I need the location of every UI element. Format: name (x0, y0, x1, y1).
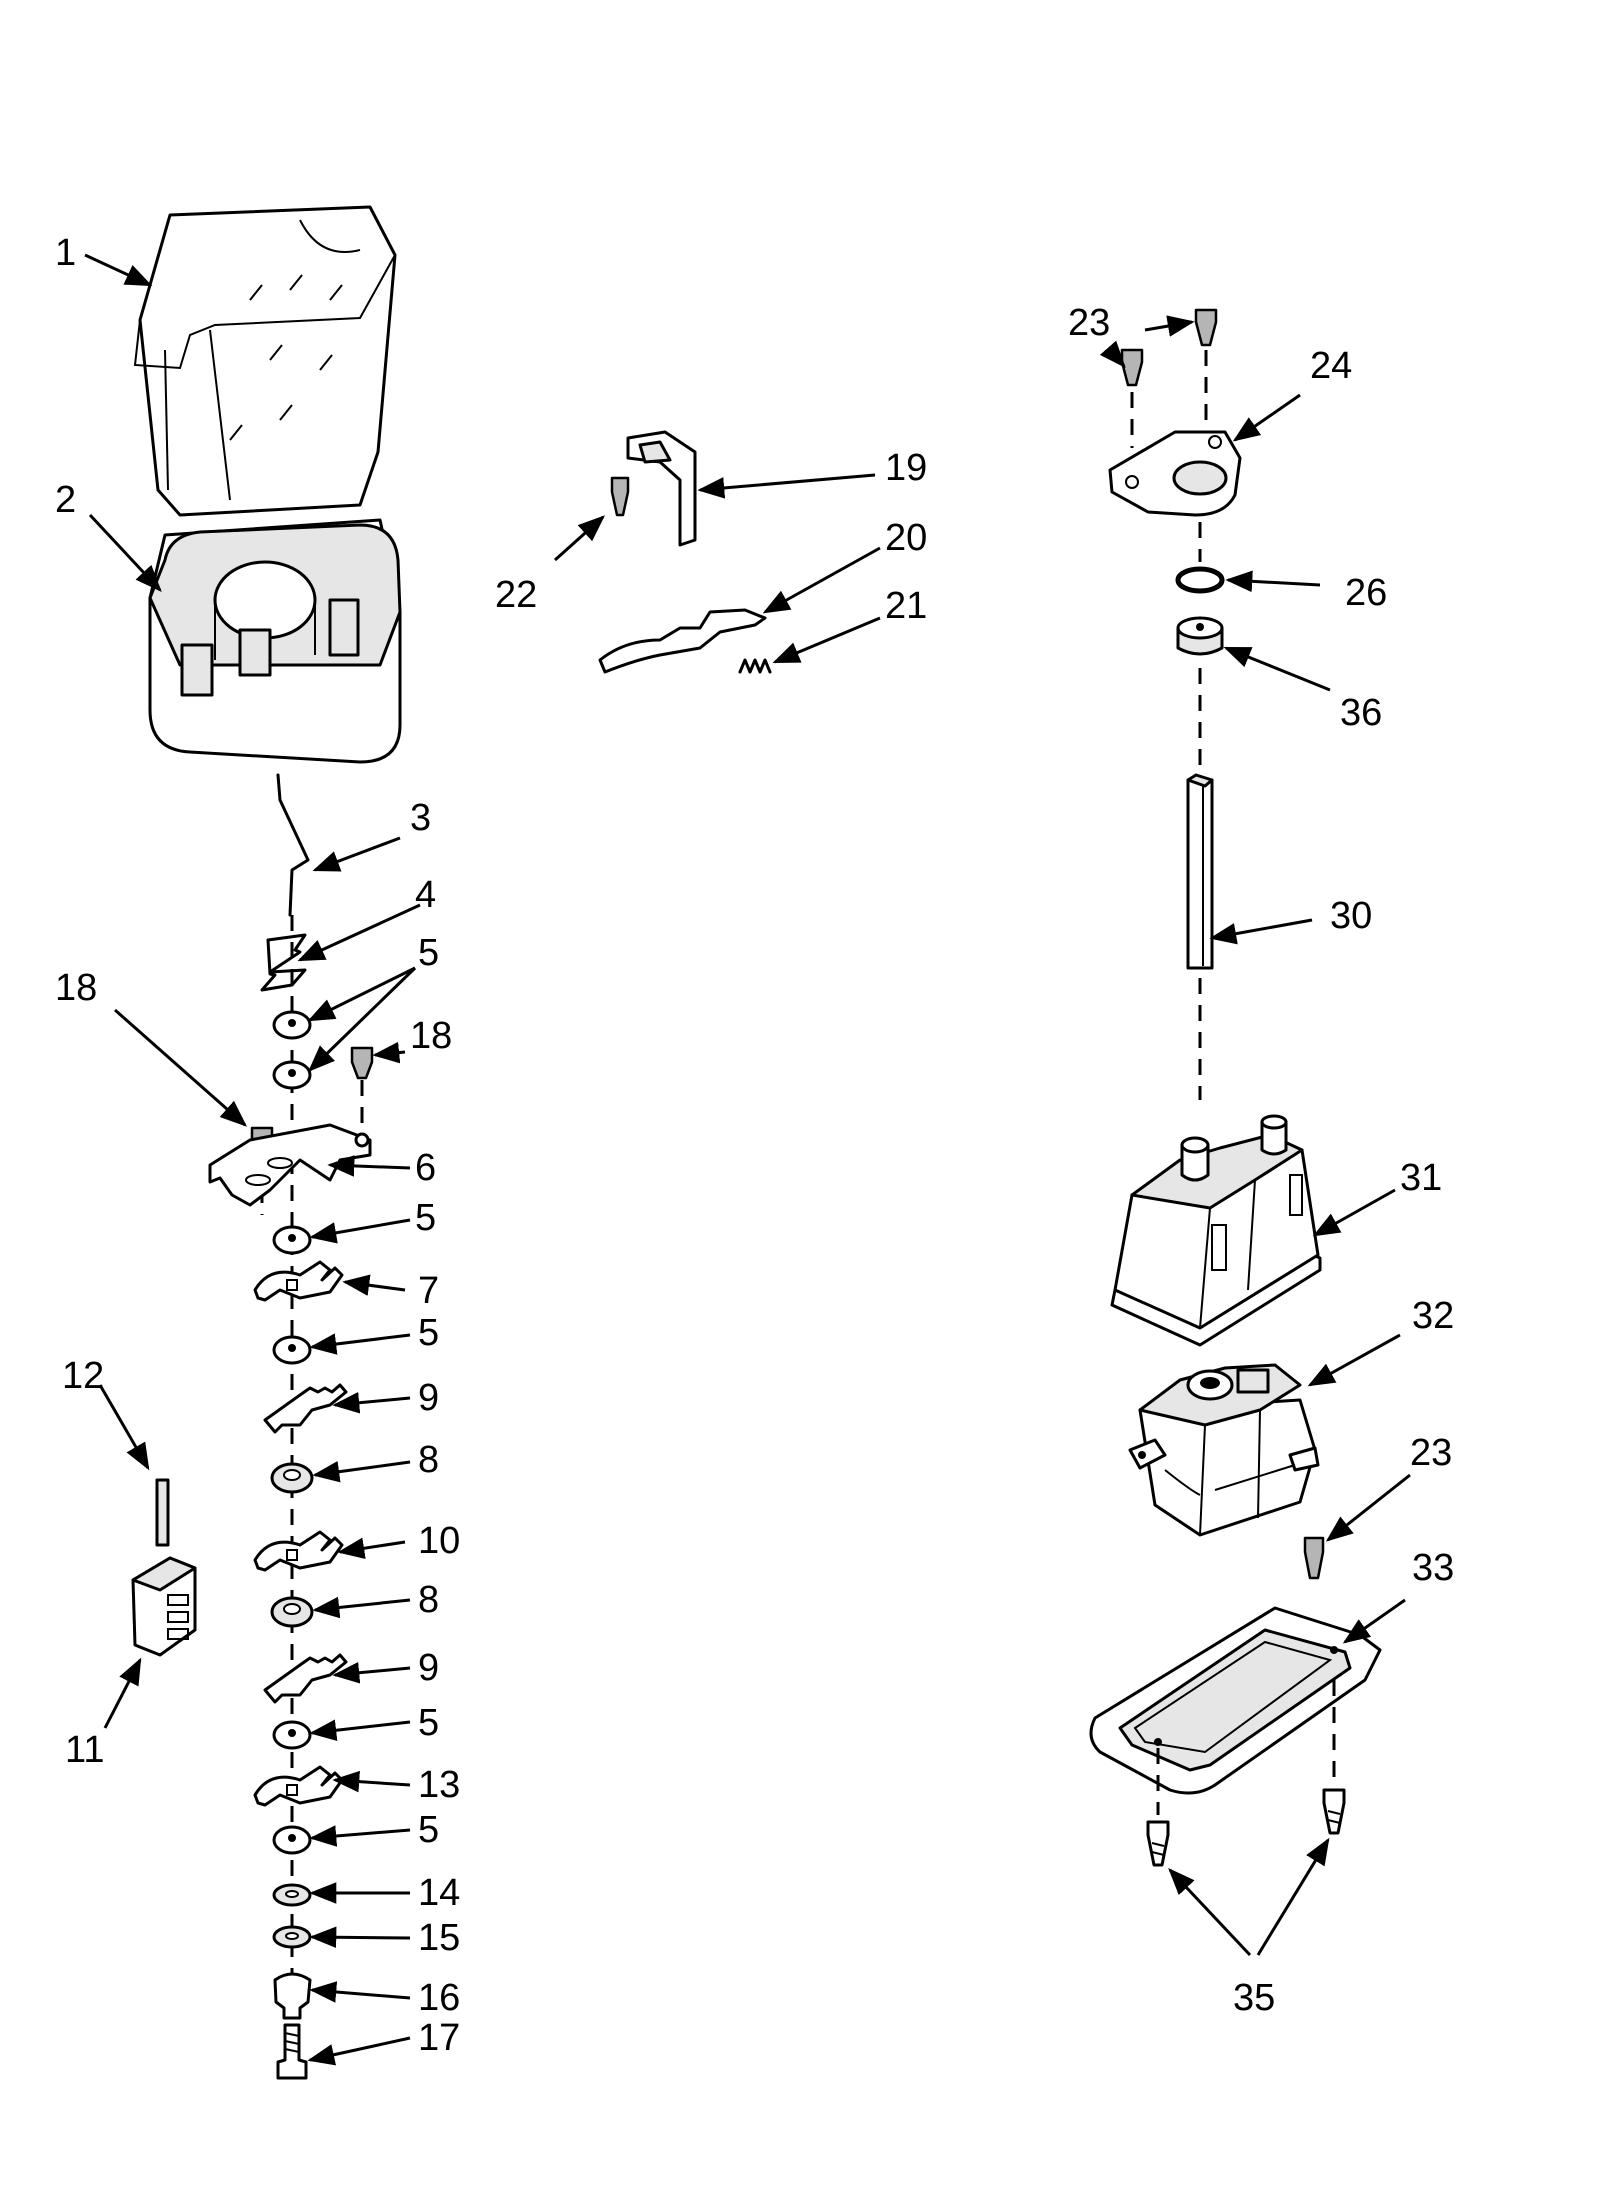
callout-18a: 18 (55, 967, 97, 1009)
lever-arm-part (598, 608, 767, 674)
washer-part (272, 1225, 312, 1255)
pin-part (155, 1478, 170, 1547)
ice-bucket-part (133, 205, 397, 517)
callout-35: 35 (1233, 1977, 1275, 2019)
stationary-blade-part (263, 1653, 348, 1704)
callout-6: 6 (415, 1147, 436, 1189)
callout-36: 36 (1340, 692, 1382, 734)
callout-12: 12 (62, 1355, 104, 1397)
spacer-part (270, 1596, 314, 1628)
washer-part (272, 1720, 312, 1750)
callout-14: 14 (418, 1872, 460, 1914)
screw-part (1303, 1536, 1325, 1580)
callout-5a: 5 (418, 932, 439, 974)
screw-part (276, 2023, 308, 2080)
stationary-blade-part (263, 1383, 348, 1434)
nut-part (273, 1972, 312, 2020)
washer-part (272, 1335, 312, 1365)
clip-part (260, 933, 307, 992)
ice-crusher-blade-part (253, 1530, 344, 1572)
callout-9b: 9 (418, 1647, 439, 1689)
callout-1: 1 (55, 232, 76, 274)
callout-13: 13 (418, 1764, 460, 1806)
callout-20: 20 (885, 517, 927, 559)
callout-19: 19 (885, 447, 927, 489)
gasket-plate-part (1089, 1606, 1382, 1795)
spacer-part (270, 1462, 314, 1494)
callout-2: 2 (55, 479, 76, 521)
callout-24: 24 (1310, 345, 1352, 387)
callout-5d: 5 (418, 1702, 439, 1744)
callout-9a: 9 (418, 1377, 439, 1419)
callout-8b: 8 (418, 1579, 439, 1621)
screw-part (1146, 1788, 1346, 1867)
ice-crusher-blade-part (253, 1765, 344, 1807)
blade-holder-part (131, 1556, 197, 1657)
callout-5c: 5 (418, 1312, 439, 1354)
callout-4: 4 (415, 874, 436, 916)
callout-16: 16 (418, 1977, 460, 2019)
callout-7: 7 (418, 1270, 439, 1312)
motor-mount-bracket-part (1108, 430, 1242, 517)
callout-32: 32 (1412, 1295, 1454, 1337)
callout-30: 30 (1330, 895, 1372, 937)
callout-23a: 23 (1068, 302, 1110, 344)
washer-part (272, 1925, 312, 1949)
washer-part (272, 1825, 312, 1855)
screw-part (1120, 308, 1218, 387)
mounting-plate-part (208, 1123, 372, 1207)
callout-23b: 23 (1410, 1432, 1452, 1474)
ice-bin-housing-part (148, 518, 402, 764)
callout-33: 33 (1412, 1547, 1454, 1589)
callout-10: 10 (418, 1520, 460, 1562)
callout-22: 22 (495, 574, 537, 616)
bearing-ring-part (1175, 566, 1225, 594)
callout-15: 15 (418, 1917, 460, 1959)
callout-21: 21 (885, 585, 927, 627)
callout-31: 31 (1400, 1157, 1442, 1199)
callout-17: 17 (418, 2017, 460, 2059)
callout-3: 3 (410, 797, 431, 839)
ice-crusher-blade-part (253, 1260, 344, 1302)
spring-part (738, 658, 772, 674)
callout-11: 11 (65, 1729, 104, 1771)
auger-shaft-part (276, 773, 310, 917)
callout-5b: 5 (415, 1197, 436, 1239)
flat-washer-part (272, 1883, 312, 1907)
callout-8a: 8 (418, 1439, 439, 1481)
washer-part (272, 1010, 312, 1090)
callout-26: 26 (1345, 572, 1387, 614)
callout-5e: 5 (418, 1809, 439, 1851)
bushing-part (1176, 616, 1224, 656)
screw-part (610, 476, 630, 517)
motor-cover-part (1110, 1114, 1322, 1347)
callout-18b: 18 (410, 1015, 452, 1057)
drive-shaft-part (1186, 773, 1214, 970)
auger-motor-part (1128, 1363, 1320, 1537)
actuator-bracket-part (626, 430, 697, 547)
